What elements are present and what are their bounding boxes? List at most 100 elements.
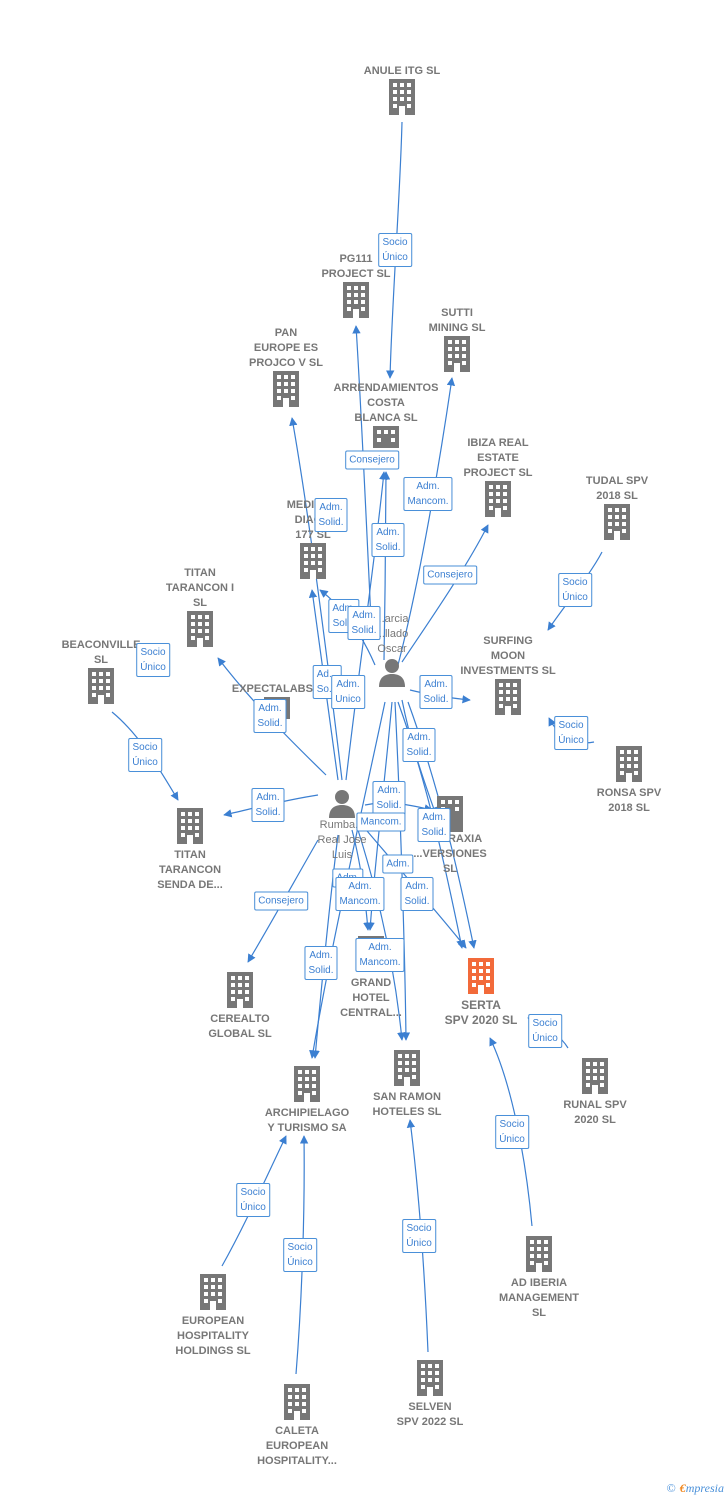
edge-label-socio-unico[interactable]: Socio Único <box>236 1183 270 1217</box>
building-icon <box>187 611 213 647</box>
node-caleta-label: CALETA EUROPEAN HOSPITALITY... <box>257 1425 337 1467</box>
node-anule[interactable]: ANULE ITG SL <box>346 64 458 115</box>
edge-label-consejero[interactable]: Consejero <box>254 891 308 911</box>
building-icon <box>485 481 511 517</box>
node-serta-label: SERTA SPV 2020 SL <box>444 998 518 1027</box>
building-icon <box>294 1066 320 1102</box>
edge-label-adm-solid[interactable]: Adm. Solid. <box>402 728 436 762</box>
edge-label-adm-mancom[interactable]: Adm. Mancom. <box>355 938 405 972</box>
edge-garcia-ibiza <box>401 524 489 663</box>
edge-label-socio-unico[interactable]: Socio Único <box>128 738 162 772</box>
node-pg111-label: PG111 PROJECT SL <box>321 253 391 280</box>
node-ronsa-label: RONSA SPV 2018 SL <box>596 787 662 814</box>
edge-label-adm-solid[interactable]: Adm. Solid. <box>347 606 381 640</box>
edge-label-adm-short[interactable]: Adm. <box>382 854 414 874</box>
edge-label-adm-solid[interactable]: Adm. Solid. <box>304 946 338 980</box>
node-expectalabs-label: EXPECTALABS... <box>231 683 323 695</box>
building-icon <box>177 808 203 844</box>
node-pan[interactable]: PAN EUROPE ES PROJCO V SL <box>236 326 336 407</box>
building-icon <box>200 1274 226 1310</box>
node-serta[interactable]: SERTA SPV 2020 SL <box>426 958 536 1028</box>
node-titan-i-label: TITAN TARANCON I SL <box>165 567 235 609</box>
edge-label-socio-unico[interactable]: Socio Único <box>136 643 170 677</box>
node-tudal-label: TUDAL SPV 2018 SL <box>585 475 649 502</box>
edge-label-socio-unico[interactable]: Socio Único <box>558 573 592 607</box>
building-icon <box>373 426 399 448</box>
building-icon <box>300 543 326 579</box>
building-icon <box>417 1360 443 1396</box>
node-cerealto[interactable]: CEREALTO GLOBAL SL <box>190 972 290 1042</box>
node-tudal[interactable]: TUDAL SPV 2018 SL <box>572 474 662 540</box>
edge-label-adm-solid[interactable]: Adm. Solid. <box>314 498 348 532</box>
node-ad-iberia[interactable]: AD IBERIA MANAGEMENT SL <box>484 1236 594 1321</box>
node-ibiza-label: IBIZA REAL ESTATE PROJECT SL <box>463 437 533 479</box>
edge-garcia-sanramon <box>394 701 411 1041</box>
node-european-holdings[interactable]: EUROPEAN HOSPITALITY HOLDINGS SL <box>158 1274 268 1359</box>
edge-label-adm-solid[interactable]: Adm. Solid. <box>419 675 453 709</box>
node-anule-label: ANULE ITG SL <box>363 65 441 77</box>
node-mediacion[interactable]: MEDIAC... DIAG... 177 SL <box>258 498 368 579</box>
edge-label-adm-solid[interactable]: Adm. Solid. <box>417 808 451 842</box>
edge-label-adm-solid[interactable]: Adm. Solid. <box>371 523 405 557</box>
node-san-ramon[interactable]: SAN RAMON HOTELES SL <box>356 1050 458 1120</box>
building-icon-highlighted <box>468 958 494 994</box>
person-icon <box>379 659 405 687</box>
node-arrendamientos-label: ARRENDAMIENTOS COSTA BLANCA SL <box>333 382 439 424</box>
node-cerealto-label: CEREALTO GLOBAL SL <box>208 1013 272 1040</box>
edge-label-socio-unico[interactable]: Socio Único <box>283 1238 317 1272</box>
node-pg111[interactable]: PG111 PROJECT SL <box>303 252 409 318</box>
building-icon <box>526 1236 552 1272</box>
edge-label-adm-solid[interactable]: Adm. Solid. <box>400 877 434 911</box>
node-san-ramon-label: SAN RAMON HOTELES SL <box>372 1091 442 1118</box>
edge-label-adm-solid[interactable]: Adm. Solid. <box>253 699 287 733</box>
brand-e: € <box>679 1481 686 1495</box>
edge-label-mancom[interactable]: Mancom. <box>356 812 406 832</box>
edge-label-adm-mancom[interactable]: Adm. Mancom. <box>335 877 385 911</box>
node-european-holdings-label: EUROPEAN HOSPITALITY HOLDINGS SL <box>175 1315 251 1357</box>
node-garcia-label: ...arcia ...llado Oscar <box>375 613 409 655</box>
edge-label-adm-solid[interactable]: Adm. Solid. <box>251 788 285 822</box>
edge-label-adm-unico[interactable]: Adm. Unico <box>331 675 365 709</box>
node-garcia[interactable]: ...arcia ...llado Oscar <box>352 612 432 687</box>
node-rumbau[interactable]: Rumba... Real Jose Luis <box>302 788 382 863</box>
building-icon <box>582 1058 608 1094</box>
building-icon <box>444 336 470 372</box>
node-archipielago[interactable]: ARCHIPIELAGO Y TURISMO SA <box>252 1066 362 1136</box>
node-runal-label: RUNAL SPV 2020 SL <box>563 1099 627 1126</box>
edge-label-socio-unico[interactable]: Socio Único <box>528 1014 562 1048</box>
node-caleta[interactable]: CALETA EUROPEAN HOSPITALITY... <box>242 1384 352 1469</box>
edge-label-adm-mancom[interactable]: Adm. Mancom. <box>403 477 453 511</box>
node-archipielago-label: ARCHIPIELAGO Y TURISMO SA <box>264 1107 350 1134</box>
node-sutti[interactable]: SUTTI MINING SL <box>410 306 504 372</box>
node-selven-label: SELVEN SPV 2022 SL <box>396 1401 464 1428</box>
edge-label-consejero[interactable]: Consejero <box>423 565 477 585</box>
edge-label-socio-unico[interactable]: Socio Único <box>402 1219 436 1253</box>
empresia-logo[interactable]: ©€mpresia <box>667 1481 724 1496</box>
brand-rest: mpresia <box>685 1481 724 1495</box>
node-ibiza[interactable]: IBIZA REAL ESTATE PROJECT SL <box>448 436 548 517</box>
node-sutti-label: SUTTI MINING SL <box>428 307 486 334</box>
node-beaconville[interactable]: BEACONVILLE SL <box>52 638 150 704</box>
node-ronsa[interactable]: RONSA SPV 2018 SL <box>584 746 674 816</box>
building-icon <box>343 282 369 318</box>
node-surfing[interactable]: SURFING MOON INVESTMENTS SL <box>448 634 568 715</box>
edge-label-socio-unico[interactable]: Socio Único <box>554 716 588 750</box>
edge-garcia-sutti <box>397 377 456 666</box>
edge-rumbau-sanramon <box>357 829 406 1041</box>
node-titan-senda[interactable]: TITAN TARANCON SENDA DE... <box>140 808 240 893</box>
building-icon <box>273 371 299 407</box>
edge-label-socio-unico[interactable]: Socio Único <box>378 233 412 267</box>
node-selven[interactable]: SELVEN SPV 2022 SL <box>380 1360 480 1430</box>
node-runal[interactable]: RUNAL SPV 2020 SL <box>550 1058 640 1128</box>
node-arrendamientos[interactable]: ARRENDAMIENTOS COSTA BLANCA SL <box>326 381 446 448</box>
node-titan-i[interactable]: TITAN TARANCON I SL <box>152 566 248 647</box>
node-pan-label: PAN EUROPE ES PROJCO V SL <box>249 327 323 369</box>
building-icon <box>284 1384 310 1420</box>
building-icon <box>495 679 521 715</box>
building-icon <box>394 1050 420 1086</box>
edge-label-socio-unico[interactable]: Socio Único <box>495 1115 529 1149</box>
person-icon <box>329 790 355 818</box>
edge-label-adm-solid[interactable]: Adm. Solid. <box>372 781 406 815</box>
edge-label-consejero[interactable]: Consejero <box>345 450 399 470</box>
building-icon <box>88 668 114 704</box>
